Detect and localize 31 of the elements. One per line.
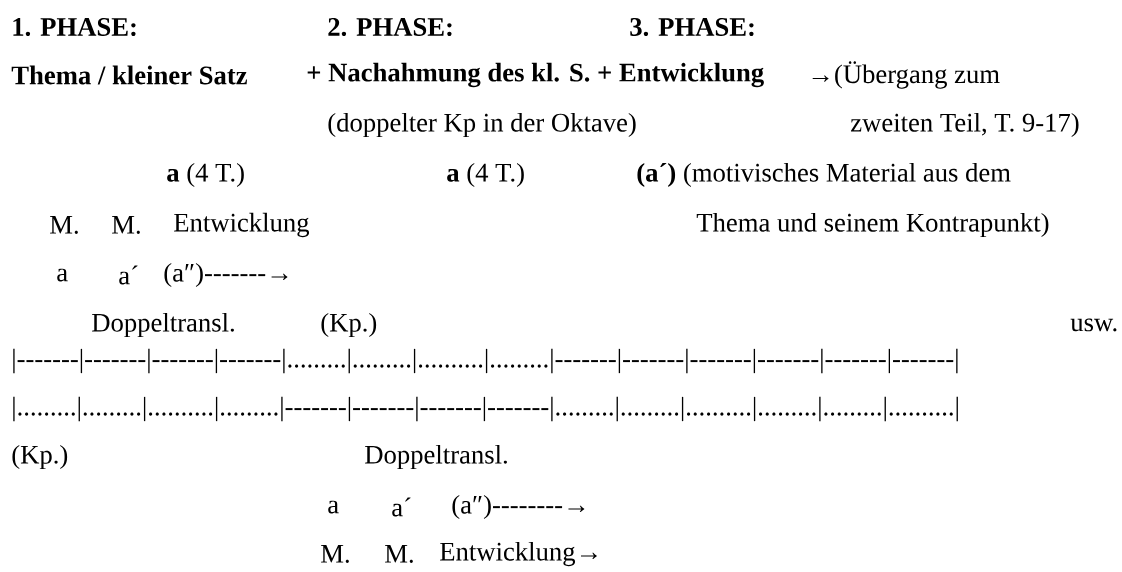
phase-heading: 1. PHASE: — [13, 18, 136, 36]
motif-label: (a″)--------→ — [452, 494, 585, 520]
motif-label: M. — [385, 545, 413, 563]
section-label: Thema / kleiner Satz — [11, 65, 247, 85]
motif-label: Entwicklung — [174, 212, 310, 238]
motif-label: M. — [321, 545, 349, 563]
section-length: a (4 T.) — [447, 162, 524, 188]
motif-label: Entwicklung→ — [440, 541, 597, 567]
motif-label: M. — [112, 216, 140, 234]
section-label: + Nachahmung des kl. S. + Entwicklung — [307, 62, 764, 88]
transition-note: →(Übergang zum — [812, 61, 1000, 89]
measure-bar-row: |.........|.........|..........|.........|-------|-------|-------|-------|.........|.........|..........|.........|.........|..........| — [13, 396, 958, 422]
motif-label: a´ — [119, 265, 138, 285]
motif-label: a´ — [392, 497, 411, 517]
voice-label: Doppeltransl. — [92, 312, 234, 338]
motif-label: a — [57, 268, 68, 282]
section-length: (a´) (motivisches Material aus dem — [637, 162, 1011, 188]
measure-bar-row: |-------|-------|-------|-------|.........|.........|..........|.........|-------|-------|-------|-------|-------|-------| — [13, 348, 958, 374]
voice-label: (Kp.) — [321, 312, 377, 338]
note-text: Thema und seinem Kontrapunkt) — [696, 212, 1049, 238]
continuation-label: usw. — [1070, 318, 1117, 332]
motif-label: (a″)-------→ — [164, 262, 288, 288]
transition-note: zweiten Teil, T. 9-17) — [851, 112, 1079, 138]
voice-label: Doppeltransl. — [365, 444, 507, 470]
motif-label: a — [328, 500, 339, 514]
section-length: a (4 T.) — [167, 162, 244, 188]
phase-heading: 3. PHASE: — [630, 18, 754, 36]
note-text: (doppelter Kp in der Oktave) — [328, 112, 636, 138]
voice-label: (Kp.) — [12, 444, 68, 470]
motif-label: M. — [50, 216, 78, 234]
phase-heading: 2. PHASE: — [328, 18, 452, 36]
